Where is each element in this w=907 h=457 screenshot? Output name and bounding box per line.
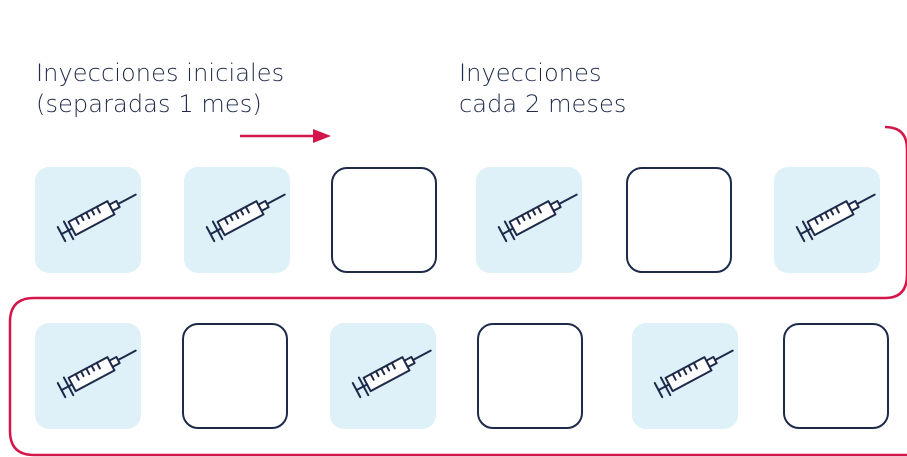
injection-month-box [632,323,738,429]
initial-injections-line-1: Inyecciones iniciales [36,59,285,87]
injection-month-box [184,167,290,273]
initial-injections-label: Inyecciones iniciales (separadas 1 mes) [36,58,284,120]
empty-month-box [783,323,889,429]
every-two-months-line-1: Inyecciones [459,59,602,87]
timeline-path [8,125,907,457]
arrow-right-icon [313,129,331,143]
injection-month-box [35,167,141,273]
initial-injections-line-2: (separadas 1 mes) [36,90,262,118]
empty-month-box [331,167,437,273]
every-two-months-line-2: cada 2 meses [459,90,627,118]
injection-month-box [476,167,582,273]
empty-month-box [626,167,732,273]
empty-month-box [477,323,583,429]
injection-month-box [774,167,880,273]
injection-month-box [35,323,141,429]
empty-month-box [182,323,288,429]
every-two-months-label: Inyecciones cada 2 meses [459,58,627,120]
injection-month-box [330,323,436,429]
